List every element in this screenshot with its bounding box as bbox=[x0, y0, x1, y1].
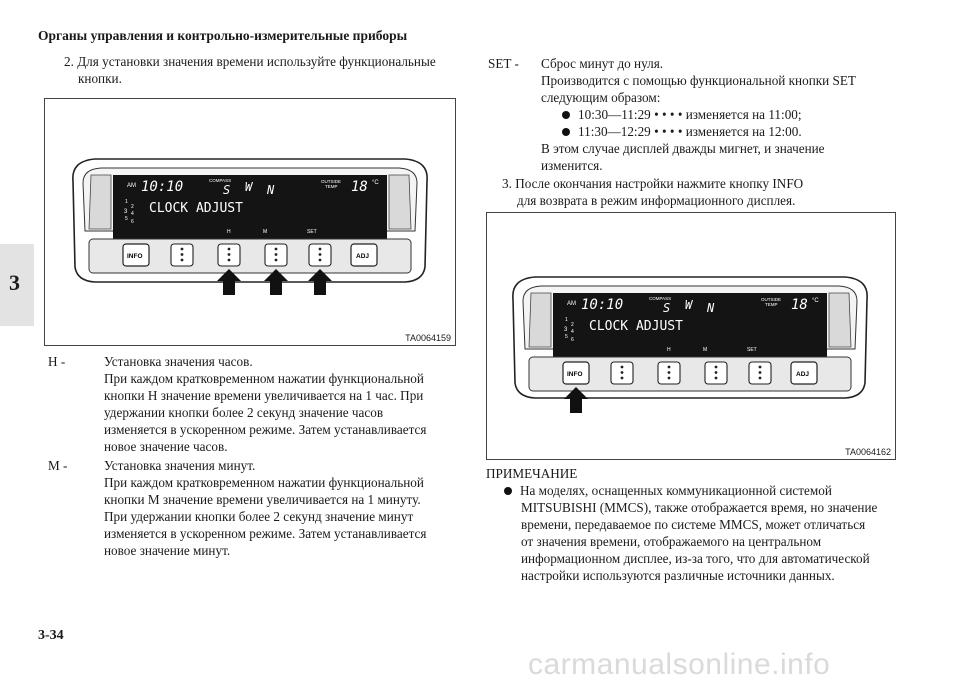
m-line-1: Установка значения минут. bbox=[104, 458, 256, 473]
compass-s: S bbox=[223, 183, 230, 197]
compass-w: W bbox=[245, 180, 254, 194]
note-line-6: настройки используются различные источни… bbox=[521, 568, 835, 583]
compass-label: COMPASS bbox=[209, 178, 231, 183]
set-line-2: Производится с помощью функциональной кн… bbox=[541, 73, 856, 88]
gear-4: 4 bbox=[131, 211, 134, 217]
step-3-line-2: для возврата в режим информационного дис… bbox=[517, 193, 796, 208]
set-line-1: Сброс минут до нуля. bbox=[541, 56, 664, 71]
gear-6: 6 bbox=[571, 337, 574, 343]
gear-2: 2 bbox=[571, 322, 574, 328]
ampm-indicator: AM bbox=[567, 301, 576, 307]
gear-3: 3 bbox=[564, 327, 568, 333]
h-line-4: удержании кнопки более 2 секунд значение… bbox=[104, 405, 384, 420]
chapter-tab bbox=[0, 244, 34, 326]
adj-button[interactable] bbox=[790, 361, 818, 385]
m-line-3: кнопки M значение времени увеличивается … bbox=[104, 492, 421, 507]
note-line-1: На моделях, оснащенных коммуникационной … bbox=[504, 483, 832, 500]
chapter-number: 3 bbox=[9, 270, 20, 295]
m-line-6: новое значение минут. bbox=[104, 543, 231, 558]
gear-1: 1 bbox=[125, 199, 128, 205]
label-h: H bbox=[667, 347, 671, 353]
clock-time: 10:10 bbox=[141, 179, 183, 195]
label-set: SET bbox=[307, 229, 317, 235]
note-line-5: информационном дисплее, из-за того, что … bbox=[521, 551, 870, 566]
h-line-6: новое значение часов. bbox=[104, 439, 228, 454]
note-line-4: от значения времени, отображаемого на це… bbox=[521, 534, 822, 549]
set-bullet-2: 11:30—12:29 • • • • изменяется на 12:00. bbox=[562, 124, 802, 141]
h-term: H - bbox=[48, 354, 66, 369]
temp-label: TEMP bbox=[765, 302, 778, 307]
h-line-5: изменяется в ускоренном режиме. Затем ус… bbox=[104, 422, 427, 437]
step-2-line-2: кнопки. bbox=[78, 71, 122, 86]
clock-time: 10:10 bbox=[581, 297, 623, 313]
ampm-indicator: AM bbox=[127, 183, 136, 189]
outside-label: OUTSIDE bbox=[321, 179, 341, 184]
temperature-unit: °C bbox=[372, 180, 379, 186]
gear-4: 4 bbox=[571, 329, 574, 335]
gear-6: 6 bbox=[131, 219, 134, 225]
set-after-1: В этом случае дисплей дважды мигнет, и з… bbox=[541, 141, 825, 156]
compass-w: W bbox=[685, 298, 694, 312]
outside-label: OUTSIDE bbox=[761, 297, 781, 302]
arrow-up-icon bbox=[564, 387, 588, 413]
m-term: M - bbox=[48, 458, 68, 473]
note-title: ПРИМЕЧАНИЕ bbox=[486, 466, 578, 481]
page-header: Органы управления и контрольно-измерител… bbox=[38, 28, 408, 43]
set-bullet-1: 10:30—11:29 • • • • изменяется на 11:00; bbox=[562, 107, 802, 124]
m-line-5: изменяется в ускоренном режиме. Затем ус… bbox=[104, 526, 427, 541]
m-line-4: При удержании кнопки более 2 секунд знач… bbox=[104, 509, 414, 524]
gear-3: 3 bbox=[124, 209, 128, 215]
step-2-line-1: 2. Для установки значения времени исполь… bbox=[64, 54, 436, 69]
h-line-3: кнопки H значение времени увеличивается … bbox=[104, 388, 424, 403]
bullet-icon bbox=[562, 128, 570, 136]
gear-2: 2 bbox=[131, 204, 134, 210]
info-button[interactable] bbox=[122, 243, 150, 267]
watermark: carmanualsonline.info bbox=[528, 648, 831, 681]
label-set: SET bbox=[747, 347, 757, 353]
gear-5: 5 bbox=[565, 334, 568, 340]
m-line-2: При каждом кратковременном нажатии функц… bbox=[104, 475, 424, 490]
temp-label: TEMP bbox=[325, 184, 338, 189]
figure-1-id: TA0064159 bbox=[405, 333, 451, 343]
display-panel-illustration-2: AM 10:10 COMPASS S W N OUTSIDE TEMP 18 °… bbox=[512, 276, 868, 413]
note-line-3: времени, передаваемое по системе MMCS, м… bbox=[521, 517, 866, 532]
set-after-2: изменится. bbox=[541, 158, 603, 173]
adj-button[interactable] bbox=[350, 243, 378, 267]
bullet-icon bbox=[562, 111, 570, 119]
bullet-icon bbox=[504, 487, 512, 495]
label-m: M bbox=[263, 229, 267, 235]
figure-2-id: TA0064162 bbox=[845, 447, 891, 457]
label-m: M bbox=[703, 347, 707, 353]
compass-n: N bbox=[266, 183, 275, 197]
display-message: CLOCK ADJUST bbox=[149, 201, 243, 216]
adj-button-label: ADJ bbox=[796, 371, 809, 378]
info-button[interactable] bbox=[562, 361, 590, 385]
figure-1: AM 10:10 COMPASS S W N OUTSIDE TEMP 18 °… bbox=[44, 98, 456, 346]
compass-label: COMPASS bbox=[649, 296, 671, 301]
info-button-label: INFO bbox=[567, 371, 583, 378]
arrow-up-icon bbox=[308, 269, 332, 295]
gear-1: 1 bbox=[565, 317, 568, 323]
temperature-value: 18 bbox=[791, 297, 808, 313]
display-message: CLOCK ADJUST bbox=[589, 319, 683, 334]
h-line-1: Установка значения часов. bbox=[104, 354, 253, 369]
h-line-2: При каждом кратковременном нажатии функц… bbox=[104, 371, 424, 386]
compass-n: N bbox=[706, 301, 715, 315]
info-button-label: INFO bbox=[127, 253, 143, 260]
adj-button-label: ADJ bbox=[356, 253, 369, 260]
compass-s: S bbox=[663, 301, 670, 315]
note-line-2: MITSUBISHI (MMCS), также отображается вр… bbox=[521, 500, 878, 515]
label-h: H bbox=[227, 229, 231, 235]
temperature-unit: °C bbox=[812, 298, 819, 304]
temperature-value: 18 bbox=[351, 179, 368, 195]
step-3-line-1: 3. После окончания настройки нажмите кно… bbox=[502, 176, 804, 191]
arrow-up-icon bbox=[264, 269, 288, 295]
display-panel-illustration-1: AM 10:10 COMPASS S W N OUTSIDE TEMP 18 °… bbox=[72, 158, 428, 295]
page-number: 3-34 bbox=[38, 628, 64, 643]
gear-5: 5 bbox=[125, 216, 128, 222]
figure-2: AM 10:10 COMPASS S W N OUTSIDE TEMP 18 °… bbox=[486, 212, 896, 460]
set-line-3: следующим образом: bbox=[541, 90, 661, 105]
arrow-up-icon bbox=[217, 269, 241, 295]
set-term: SET - bbox=[488, 56, 519, 71]
